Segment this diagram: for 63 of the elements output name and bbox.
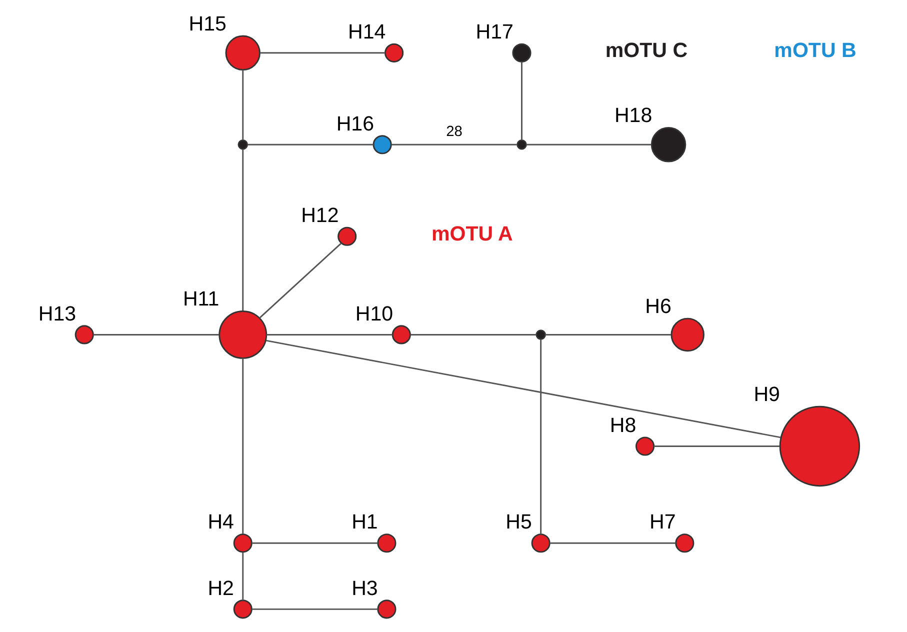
connector: [242, 149, 244, 311]
node-label: H10: [355, 302, 394, 326]
node-label: H18: [614, 104, 652, 128]
node-circle: [516, 140, 527, 150]
node-label: H8: [610, 414, 636, 437]
node-circle: [233, 600, 252, 619]
connector: [259, 242, 342, 319]
node-circle: [377, 534, 396, 553]
node-circle: [233, 534, 252, 553]
connector: [94, 334, 219, 336]
connector: [540, 339, 542, 534]
node-label: H9: [754, 383, 780, 406]
connector: [545, 334, 671, 336]
connector: [410, 334, 536, 336]
connector: [266, 340, 781, 438]
connector: [521, 62, 522, 140]
connector: [252, 608, 378, 610]
node-label: H4: [208, 510, 234, 534]
connector: [242, 70, 244, 140]
node-circle: [392, 325, 411, 344]
node-label: H3: [352, 576, 378, 600]
node-circle: [384, 43, 404, 62]
node-circle: [238, 140, 248, 150]
node-circle: [74, 325, 94, 344]
node-circle: [675, 534, 694, 553]
node-label: H11: [182, 288, 220, 311]
node-label: H2: [208, 576, 234, 600]
label: mOTU A: [431, 222, 513, 246]
node-circle: [650, 127, 686, 162]
node-circle: [338, 226, 357, 246]
node-label: H14: [348, 20, 386, 44]
connector: [242, 552, 244, 600]
node-label: H1: [352, 510, 378, 534]
connector: [252, 542, 378, 544]
node-label: H16: [336, 112, 374, 136]
connector: [654, 446, 780, 447]
node-circle: [377, 600, 396, 619]
connector: [242, 358, 244, 534]
node-circle: [636, 436, 655, 456]
connector: [550, 542, 676, 544]
node-circle: [536, 330, 546, 340]
node-label: H7: [650, 510, 676, 534]
connector: [260, 52, 386, 54]
node-circle: [670, 318, 704, 352]
node-label: H5: [506, 510, 532, 534]
connector: [248, 144, 374, 146]
node-circle: [779, 406, 860, 487]
connector: [391, 144, 517, 146]
connector: [266, 334, 392, 336]
connector: [526, 144, 652, 146]
node-circle: [531, 534, 550, 553]
node-circle: [512, 43, 532, 62]
label: mOTU C: [605, 38, 688, 62]
node-label: H6: [645, 294, 672, 318]
node-label: H15: [188, 12, 226, 36]
edge-label: 28: [446, 124, 462, 140]
node-label: H12: [301, 204, 339, 227]
node-circle: [372, 135, 392, 154]
node-circle: [225, 35, 260, 71]
node-label: H13: [38, 302, 76, 326]
label: mOTU B: [774, 38, 856, 62]
node-circle: [218, 310, 268, 359]
node-label: H17: [476, 20, 514, 44]
